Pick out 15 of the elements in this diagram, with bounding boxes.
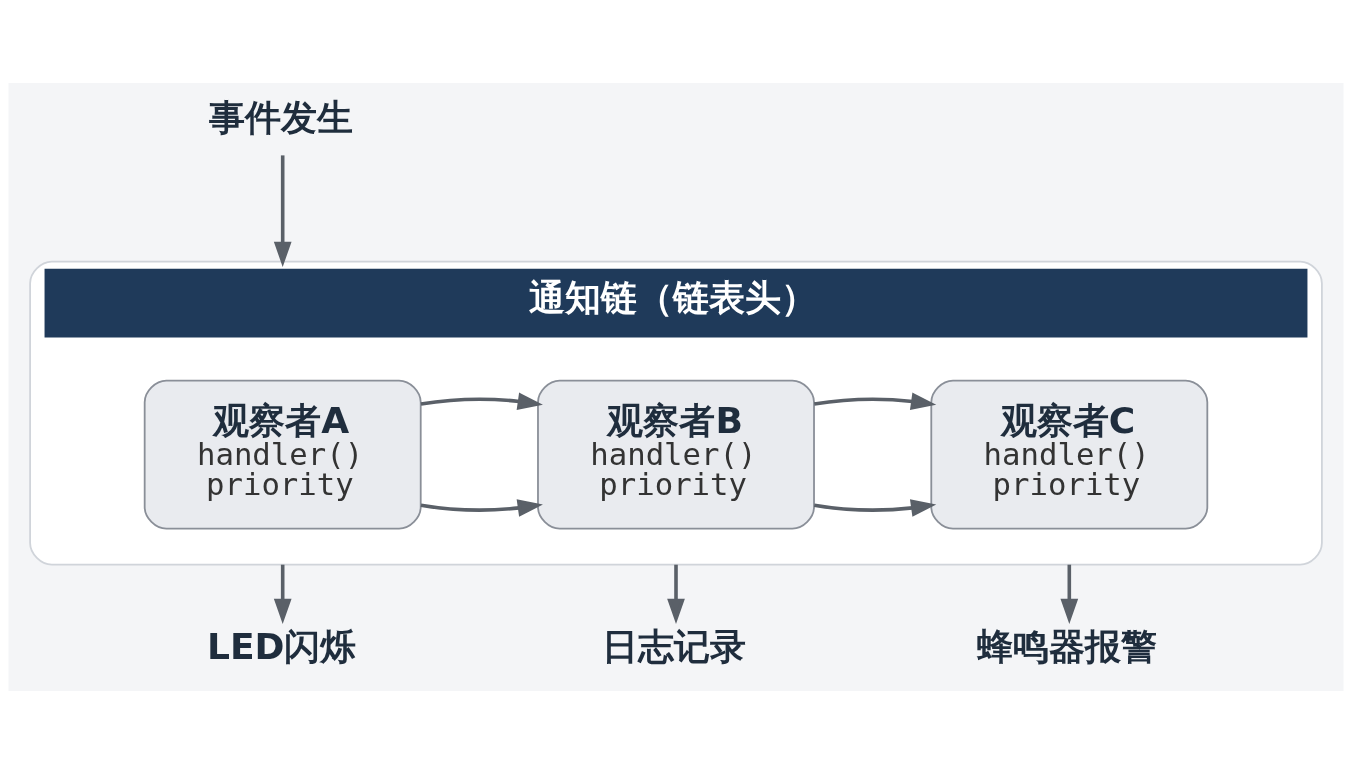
arrow bbox=[814, 392, 937, 411]
node-box: 观察者B handler() priority bbox=[537, 379, 815, 530]
node-text: 蜂鸣器报警 bbox=[977, 625, 1158, 668]
arrow bbox=[814, 499, 937, 517]
arrow bbox=[420, 499, 543, 517]
node-box: 观察者A handler() priority bbox=[143, 379, 422, 530]
arrow bbox=[1060, 564, 1079, 625]
node-text: 事件发生 bbox=[208, 96, 353, 139]
arrow bbox=[667, 564, 685, 625]
arrow bbox=[273, 155, 292, 268]
node-text: 日志记录 bbox=[602, 625, 747, 668]
arrow bbox=[273, 564, 292, 625]
node-box: 观察者C handler() priority bbox=[930, 379, 1209, 530]
arrow bbox=[420, 392, 543, 411]
node-text: LED闪烁 bbox=[206, 625, 357, 668]
